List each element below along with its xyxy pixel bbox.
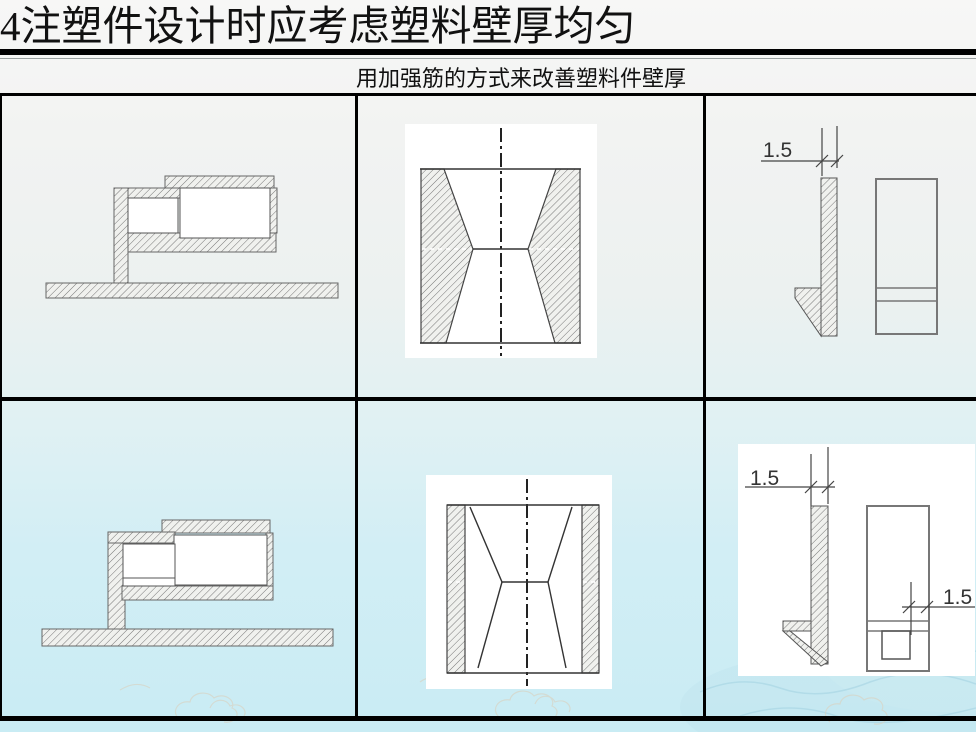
- dimension-label: 1.5: [763, 139, 792, 162]
- table-cell-bottom-right: 1.5 1.: [706, 401, 976, 716]
- page-subtitle: 用加强筋的方式来改善塑料件壁厚: [355, 66, 686, 91]
- bracket-hollow-cavities: [127, 187, 271, 239]
- bracket-hatched-body: [41, 519, 334, 647]
- rib-hatched-section: [781, 505, 829, 667]
- drawing-core-thick-section: [405, 124, 597, 358]
- bracket-hollow-cavities: [122, 534, 268, 587]
- drawing-core-uniform-section: [426, 475, 612, 689]
- drawing-panel: [738, 444, 975, 676]
- dimension-label-side: 1.5: [943, 586, 972, 609]
- table-cell-top-right: 1.5: [706, 96, 976, 401]
- drawing-rib-solid-foot: 1.5: [761, 126, 938, 338]
- dimension-lines-wall: [745, 447, 835, 509]
- side-view-outline: [866, 505, 930, 672]
- section-outline: [447, 504, 599, 674]
- thick-walls-hatched: [420, 168, 581, 344]
- table-cell-bottom-left: [2, 401, 358, 716]
- thin-walls-hatched: [446, 504, 600, 674]
- side-view-outline: [875, 178, 938, 335]
- table-cell-bottom-middle: [358, 401, 706, 716]
- drawing-bracket-ribbed-section: [41, 519, 334, 647]
- dimension-lines-side: [902, 582, 975, 635]
- comparison-table: 1.5: [0, 93, 976, 721]
- title-underline: [0, 49, 976, 55]
- section-outline: [420, 168, 581, 344]
- dimension-label-wall: 1.5: [750, 467, 779, 490]
- drawing-bracket-thick-section: [45, 175, 339, 299]
- title-underline-thin: [0, 58, 976, 59]
- table-cell-top-left: [2, 96, 358, 401]
- rib-hatched-section: [794, 177, 838, 338]
- dimension-lines: [761, 126, 844, 176]
- drawing-rib-hollow-foot: 1.5 1.: [738, 444, 975, 676]
- table-cell-top-middle: [358, 96, 706, 401]
- page-title: 4注塑件设计时应考虑塑料壁厚均匀: [0, 3, 636, 49]
